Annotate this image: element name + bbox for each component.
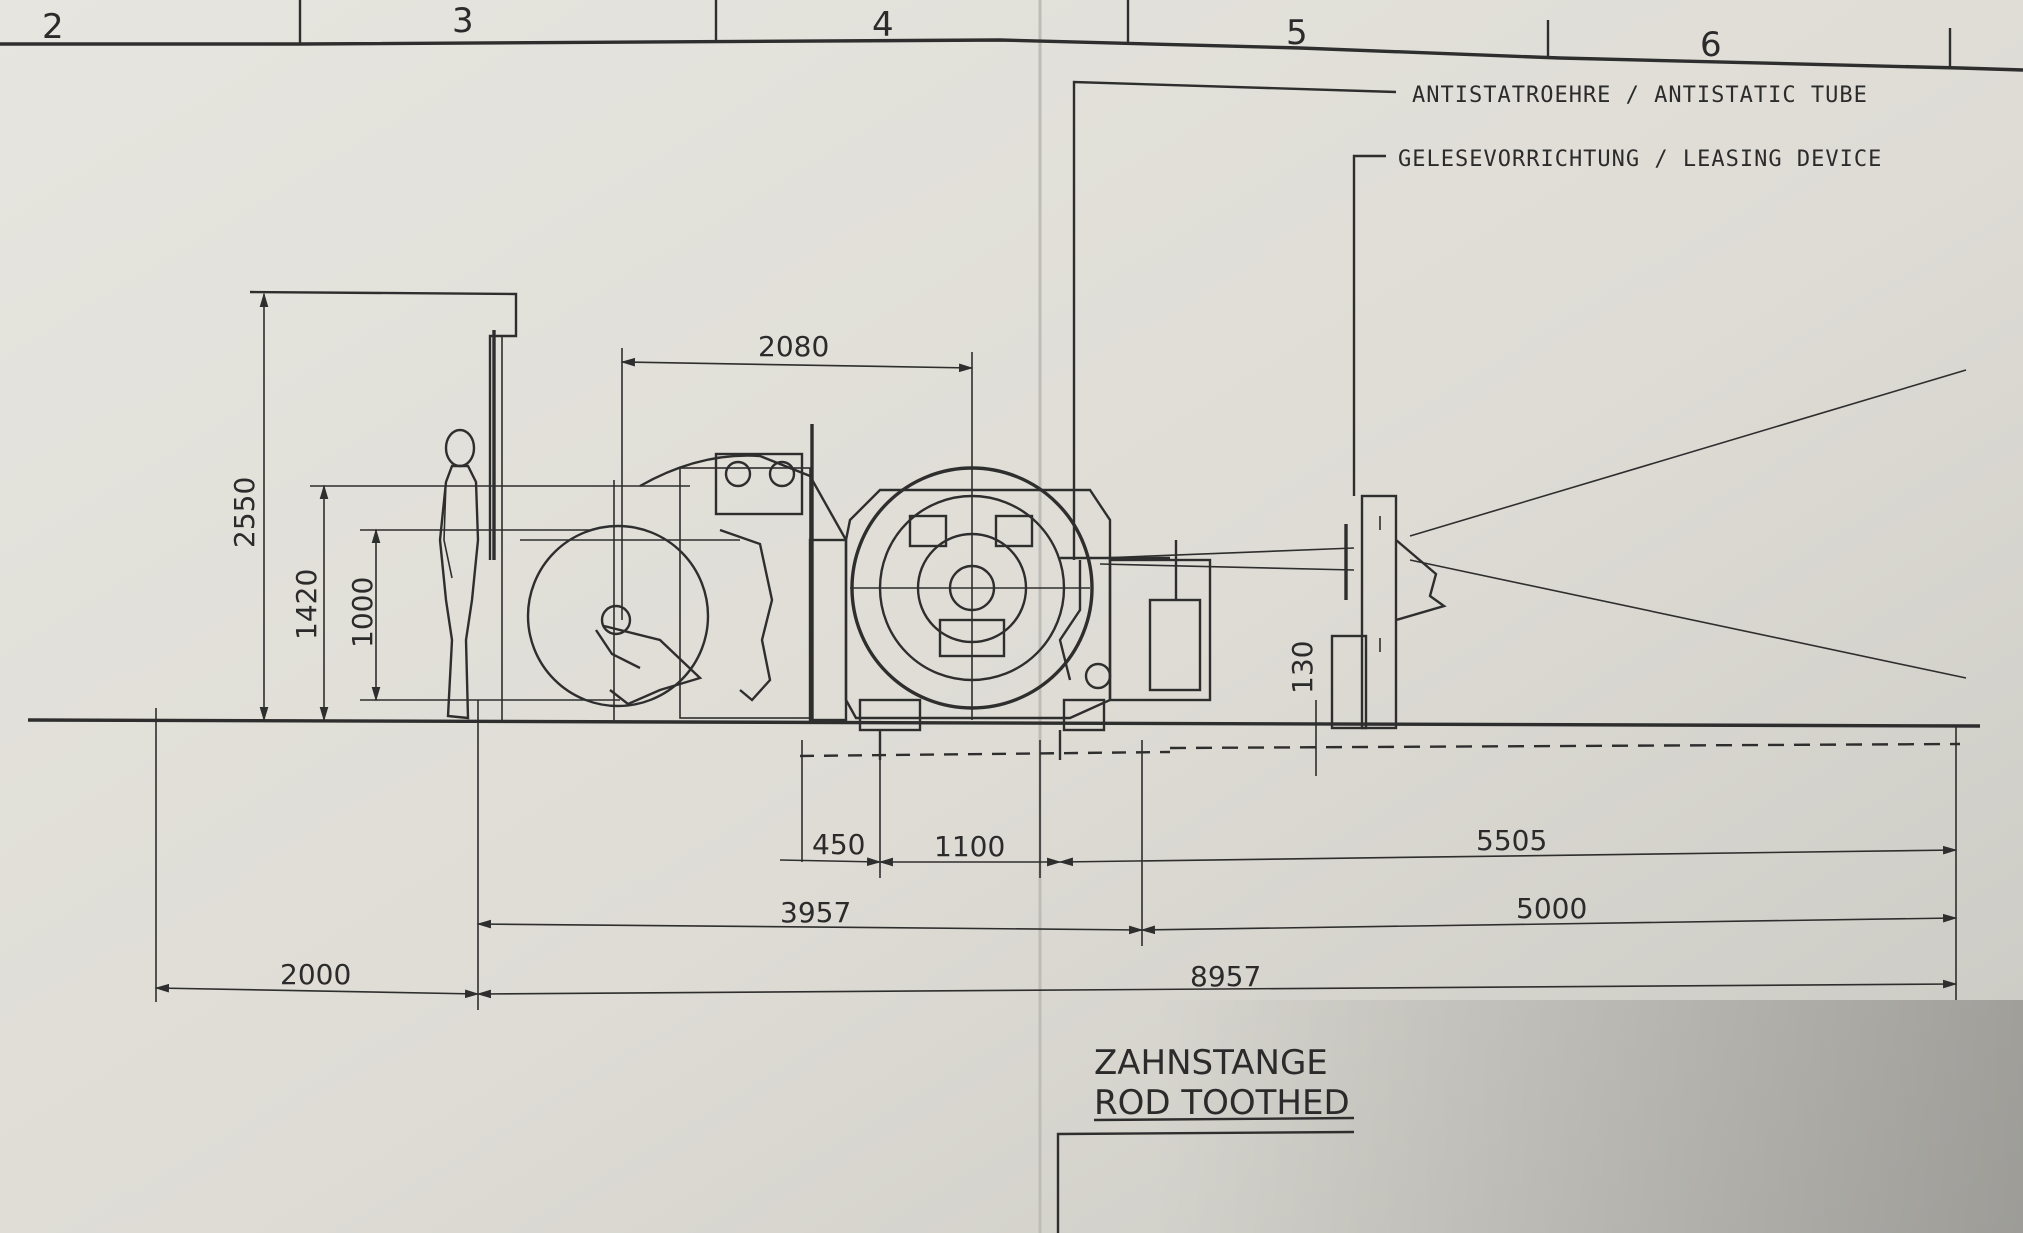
headstock bbox=[595, 424, 848, 722]
cabinet bbox=[249, 290, 518, 720]
dimension-value: 130 bbox=[1286, 641, 1319, 694]
dimension-8957: 8957 bbox=[1190, 960, 1261, 993]
zone-label: 2 bbox=[42, 7, 64, 47]
dimension-chain: 450 1100 5505 3957 5000 2000 8957 bbox=[154, 700, 1958, 1010]
dimension-1100: 1100 bbox=[934, 830, 1005, 863]
dimension-3957: 3957 bbox=[780, 896, 851, 929]
dimension-5000: 5000 bbox=[1516, 892, 1587, 925]
rod-label-de: ZAHNSTANGE bbox=[1094, 1043, 1328, 1083]
rod-label-en: ROD TOOTHED bbox=[1094, 1083, 1350, 1123]
dimension-2000: 2000 bbox=[280, 958, 351, 991]
zone-strip: 2 3 4 5 6 bbox=[0, 0, 2023, 72]
dimension-value: 1420 bbox=[290, 569, 323, 640]
antistatic-tube-label: ANTISTATROEHRE / ANTISTATIC TUBE bbox=[1412, 83, 1868, 108]
dimension-2550: 2550 bbox=[228, 292, 269, 722]
zone-label: 5 bbox=[1286, 13, 1308, 53]
operator-figure bbox=[438, 428, 480, 720]
dimension-value: 2550 bbox=[228, 477, 261, 548]
dimension-value: 2080 bbox=[758, 330, 829, 363]
zone-label: 6 bbox=[1700, 25, 1722, 65]
dimension-5505: 5505 bbox=[1476, 824, 1547, 857]
beam-left bbox=[520, 480, 740, 720]
dimension-1420: 1420 bbox=[290, 484, 690, 722]
dimension-2080: 2080 bbox=[620, 330, 974, 620]
warp-sheet bbox=[1099, 369, 1967, 679]
rail-dashed bbox=[1169, 742, 1961, 750]
dimension-1000: 1000 bbox=[346, 528, 620, 702]
rod-toothed-note: ZAHNSTANGE ROD TOOTHED bbox=[1056, 1043, 1355, 1233]
rail-dashed bbox=[799, 750, 1171, 758]
comb-unit bbox=[1058, 540, 1212, 702]
floor-line bbox=[27, 718, 1981, 728]
photo-shadow bbox=[1150, 1000, 2023, 1233]
leasing-leader: GELESEVORRICHTUNG / LEASING DEVICE bbox=[1352, 147, 1882, 496]
dimension-value: 1000 bbox=[346, 577, 379, 648]
dimension-450: 450 bbox=[812, 828, 865, 861]
zone-label: 3 bbox=[452, 1, 474, 41]
antistatic-leader: ANTISTATROEHRE / ANTISTATIC TUBE bbox=[1072, 80, 1868, 560]
leasing-device-label: GELESEVORRICHTUNG / LEASING DEVICE bbox=[1398, 147, 1882, 172]
zone-label: 4 bbox=[872, 5, 894, 45]
dimension-130: 130 bbox=[1286, 641, 1319, 776]
